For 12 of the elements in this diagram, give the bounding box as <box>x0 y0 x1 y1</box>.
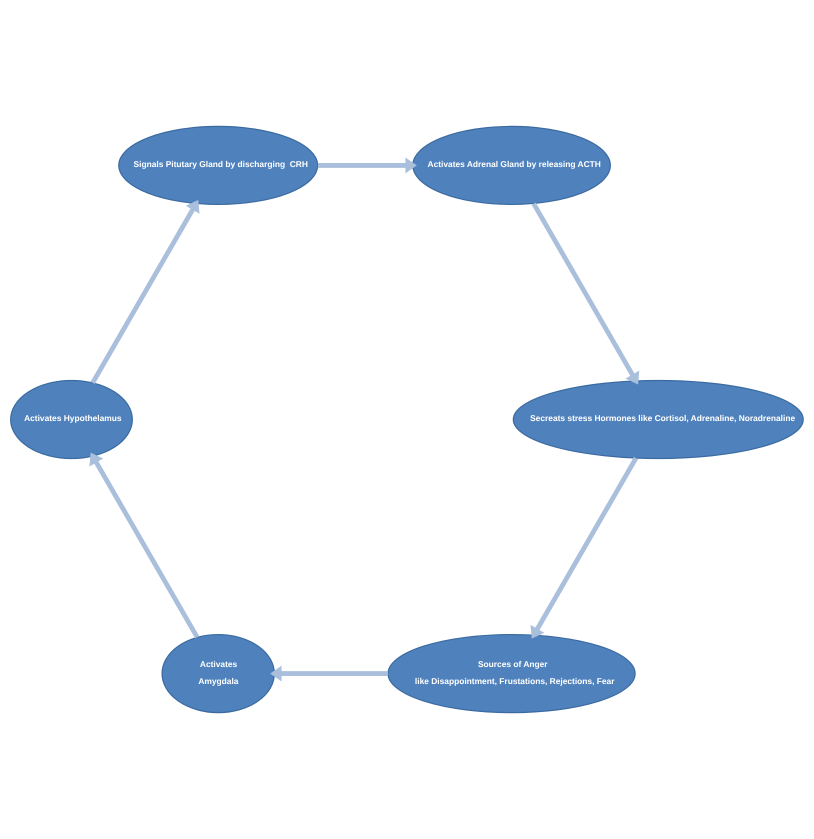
arrow <box>270 666 388 682</box>
node-ellipse: Secreats stress Hormones like Cortisol, Adrenaline, Noradrenaline <box>512 380 804 460</box>
node-ellipse: Activates Amygdala <box>161 634 275 714</box>
arrow <box>89 452 200 638</box>
node-ellipse: Activates Hypothelamus <box>10 380 133 460</box>
arrow <box>90 200 200 384</box>
arrow <box>318 157 417 174</box>
node-ellipse: Signals Pitutary Gland by discharging CRH <box>118 126 318 206</box>
arrow <box>530 456 638 639</box>
node-ellipse: Activates Adrenal Gland by releasing ACTH <box>412 126 611 206</box>
arrow <box>532 202 640 384</box>
node-ellipse: Sources of Anger like Disappointment, Frustations, Rejections, Fear <box>387 634 636 714</box>
